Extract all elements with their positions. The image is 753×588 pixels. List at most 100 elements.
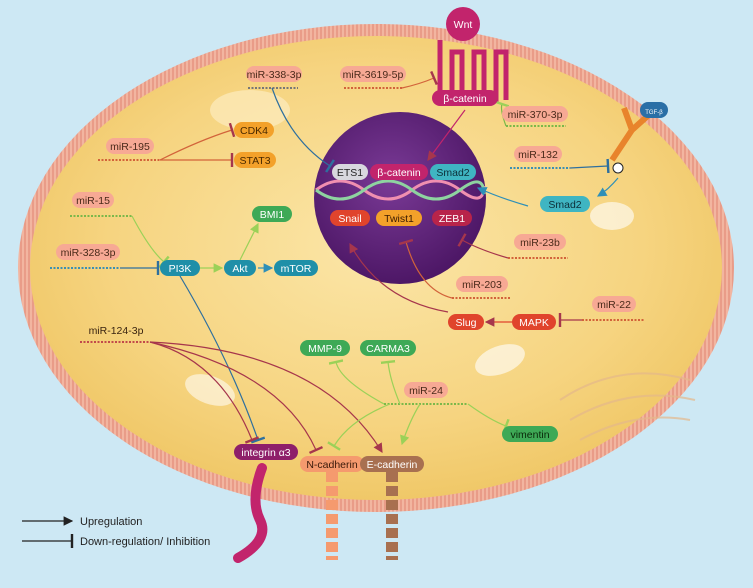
nuclear-pill (330, 210, 370, 226)
nuclear-pill (376, 210, 422, 226)
legend-downregulation: Down-regulation/ Inhibition (80, 536, 210, 548)
label-mir195: miR-195 (110, 141, 150, 153)
label-smad2-cyto: Smad2 (548, 199, 581, 211)
protein-pill (224, 260, 256, 276)
label-mir24: miR-24 (409, 385, 443, 397)
label-mir328: miR-328-3p (61, 247, 116, 259)
link-mir24-vimentin (467, 403, 510, 434)
label-pi3k: PI3K (169, 263, 192, 275)
label-mir23b: miR-23b (520, 237, 560, 249)
link-mir203-twist1 (398, 238, 453, 299)
label-stat3: STAT3 (239, 155, 270, 167)
label-mapk: MAPK (519, 317, 549, 329)
link-akt-bmi1 (239, 222, 259, 261)
link-pi3k-integrin (179, 275, 266, 444)
protein-pill (234, 152, 276, 168)
label-slug: Slug (455, 317, 476, 329)
link-mir24-ncadherin (327, 403, 391, 451)
mirna-pill (404, 382, 448, 398)
protein-pill (360, 456, 424, 472)
mirna-pill (514, 146, 562, 162)
label-integrin: integrin α3 (241, 447, 290, 459)
mirna-pill (246, 66, 302, 82)
protein-pill (300, 340, 350, 356)
label-mir338: miR-338-3p (247, 69, 302, 81)
mirna-pill (592, 296, 636, 312)
label-zeb1: ZEB1 (439, 213, 465, 225)
mirna-pill (340, 66, 406, 82)
tgf-ligand (640, 102, 668, 118)
label-mmp9: MMP-9 (308, 343, 342, 355)
tgf-receptor (609, 106, 655, 162)
organelle-decor (210, 90, 290, 130)
legend: Upregulation Down-regulation/ Inhibition (22, 516, 210, 549)
legend-upregulation: Upregulation (80, 516, 142, 528)
link-mir124-ncadherin (149, 341, 324, 455)
protein-pill (234, 122, 274, 138)
link-mir24-carma3 (380, 360, 401, 405)
link-mir23b-zeb1 (457, 233, 509, 259)
link-mir15-pi3k (131, 215, 170, 269)
protein-pill (360, 340, 416, 356)
mirna-pill (56, 244, 120, 260)
label-snail: Snail (338, 213, 361, 225)
protein-pill (252, 206, 292, 222)
mirna-pill (502, 106, 568, 122)
mirna-pill (106, 138, 154, 154)
link-mir3619-wnt (401, 70, 438, 89)
wnt-ligand (446, 7, 480, 41)
label-twist1: Twist1 (384, 213, 414, 225)
label-wnt: Wnt (454, 19, 473, 31)
nuclear-pill (432, 210, 472, 226)
link-mir338-ets1 (271, 87, 335, 173)
label-carma3: CARMA3 (366, 343, 410, 355)
label-bmi1: BMI1 (260, 209, 285, 221)
label-mir203: miR-203 (462, 279, 502, 291)
protein-pill (274, 260, 318, 276)
label-vimentin: vimentin (510, 429, 549, 441)
label-mir132: miR-132 (518, 149, 558, 161)
nuclear-pill (430, 164, 476, 180)
link-mir124-integrin (149, 341, 260, 444)
label-mtor: mTOR (281, 263, 312, 275)
label-cdk4: CDK4 (240, 125, 268, 137)
label-mir370: miR-370-3p (508, 109, 563, 121)
link-mir195-cdk4 (159, 122, 236, 161)
protein-pill (160, 260, 200, 276)
label-n-cadherin: N-cadherin (306, 459, 358, 471)
cytoskeleton-decor (559, 372, 696, 441)
label-akt: Akt (232, 263, 247, 275)
organelle-decor (185, 374, 235, 406)
label-mir22: miR-22 (597, 299, 631, 311)
nuclear-pill (332, 164, 368, 180)
mirna-pill (514, 234, 566, 250)
label-nuc-beta-catenin: β-catenin (377, 167, 421, 179)
protein-pill (512, 314, 556, 330)
label-tgf-tag: TGF-β (645, 110, 663, 116)
integrin-tail (233, 463, 268, 563)
link-mir24-mmp9 (328, 359, 385, 405)
link-bcat-nucleus (427, 109, 466, 161)
label-mir15: miR-15 (76, 195, 110, 207)
link-mir370-bcat (494, 100, 510, 127)
link-mir24-ecadherin (400, 403, 421, 446)
mirna-pill (456, 276, 508, 292)
label-nuc-smad2: Smad2 (436, 167, 469, 179)
dna-strand (315, 179, 486, 201)
phospho-site (612, 162, 624, 174)
protein-pill (448, 314, 484, 330)
label-ets1: ETS1 (337, 167, 363, 179)
organelle-decor (590, 202, 634, 230)
link-slug-snail (349, 242, 449, 313)
protein-pill (234, 444, 298, 460)
protein-pill (502, 426, 558, 442)
label-mir3619: miR-3619-5p (343, 69, 404, 81)
nuclear-pill (370, 164, 428, 180)
link-receptor-smad2 (596, 177, 619, 197)
mirna-pill (72, 192, 114, 208)
label-beta-catenin: β-catenin (443, 93, 487, 105)
organelle-decor (475, 344, 525, 376)
label-mir124: miR-124-3p (89, 325, 144, 337)
